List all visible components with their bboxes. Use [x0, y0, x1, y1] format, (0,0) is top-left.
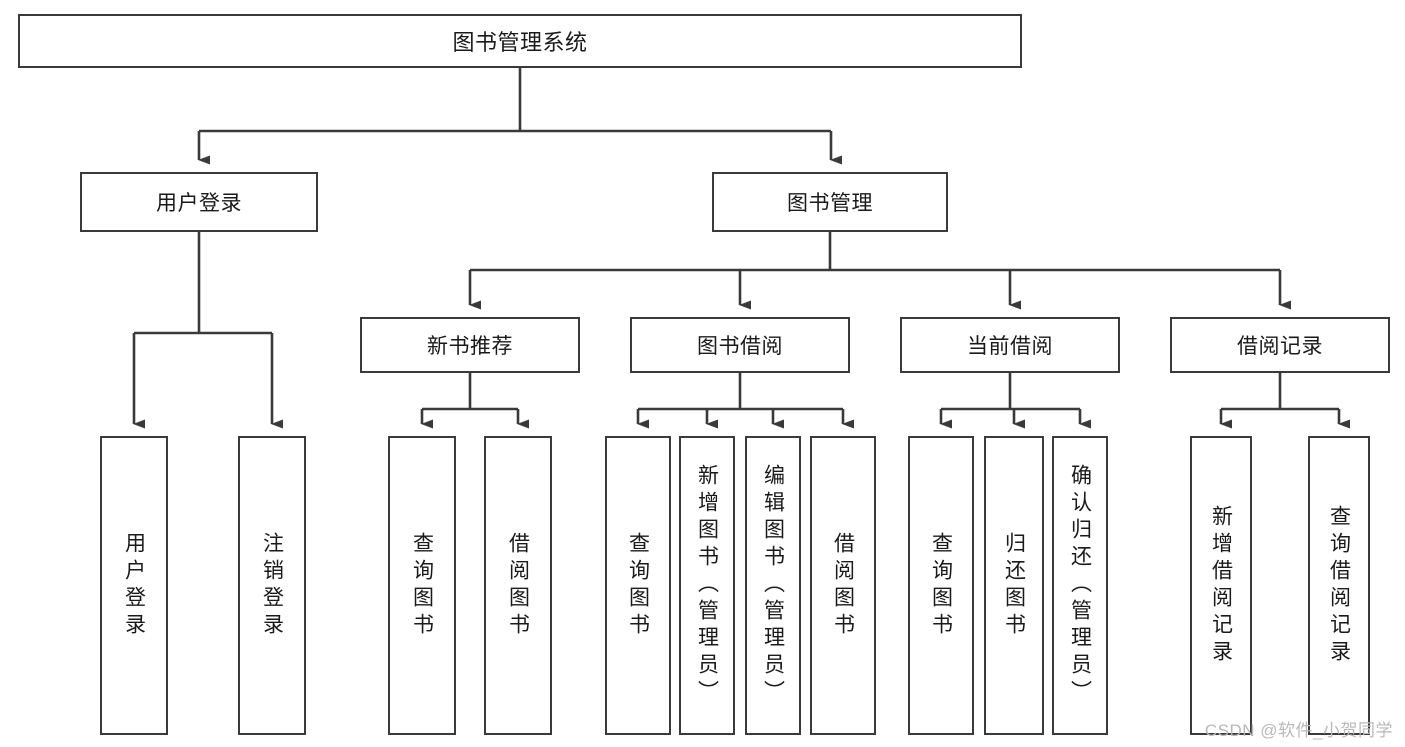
node-leaf-query-book-recommend[interactable]: 查询图书 [388, 436, 456, 735]
node-label: 查询图书 [929, 531, 953, 640]
node-label: 注销登录 [260, 531, 284, 640]
node-label: 借阅记录 [1237, 335, 1323, 358]
node-label: 确认归还（管理员） [1068, 464, 1092, 707]
node-user-login[interactable]: 用户登录 [80, 172, 318, 232]
node-current-borrow[interactable]: 当前借阅 [900, 317, 1120, 373]
csdn-watermark: CSDN @软件_小贺同学 [1204, 721, 1393, 740]
node-root-system[interactable]: 图书管理系统 [18, 14, 1022, 68]
node-label: 归还图书 [1002, 531, 1026, 640]
node-leaf-user-login[interactable]: 用户登录 [100, 436, 168, 735]
node-leaf-add-borrow-record[interactable]: 新增借阅记录 [1190, 436, 1252, 735]
node-label: 查询图书 [626, 531, 650, 640]
node-label: 图书管理 [787, 192, 873, 215]
node-label: 用户登录 [156, 192, 242, 215]
node-leaf-confirm-return-admin[interactable]: 确认归还（管理员） [1052, 436, 1108, 735]
node-label: 当前借阅 [967, 335, 1053, 358]
node-leaf-query-borrow-record[interactable]: 查询借阅记录 [1308, 436, 1370, 735]
node-label: 新增借阅记录 [1209, 504, 1233, 667]
node-leaf-add-book-admin[interactable]: 新增图书（管理员） [679, 436, 735, 735]
node-label: 图书借阅 [697, 335, 783, 358]
node-label: 查询借阅记录 [1327, 504, 1351, 667]
node-label: 新书推荐 [427, 335, 513, 358]
node-borrow-record[interactable]: 借阅记录 [1170, 317, 1390, 373]
node-label: 编辑图书（管理员） [761, 464, 785, 707]
node-book-management[interactable]: 图书管理 [712, 172, 948, 232]
node-leaf-query-book-current[interactable]: 查询图书 [908, 436, 974, 735]
node-leaf-query-book-borrow[interactable]: 查询图书 [605, 436, 671, 735]
node-new-book-recommend[interactable]: 新书推荐 [360, 317, 580, 373]
node-label: 图书管理系统 [452, 30, 588, 55]
node-leaf-borrow-book-recommend[interactable]: 借阅图书 [484, 436, 552, 735]
node-label: 用户登录 [122, 531, 146, 640]
node-label: 借阅图书 [831, 531, 855, 640]
node-leaf-return-book[interactable]: 归还图书 [984, 436, 1044, 735]
node-leaf-borrow-book[interactable]: 借阅图书 [810, 436, 876, 735]
node-label: 借阅图书 [506, 531, 530, 640]
node-label: 新增图书（管理员） [695, 464, 719, 707]
node-leaf-logout-login[interactable]: 注销登录 [238, 436, 306, 735]
node-leaf-edit-book-admin[interactable]: 编辑图书（管理员） [745, 436, 801, 735]
node-label: 查询图书 [410, 531, 434, 640]
node-book-borrow[interactable]: 图书借阅 [630, 317, 850, 373]
